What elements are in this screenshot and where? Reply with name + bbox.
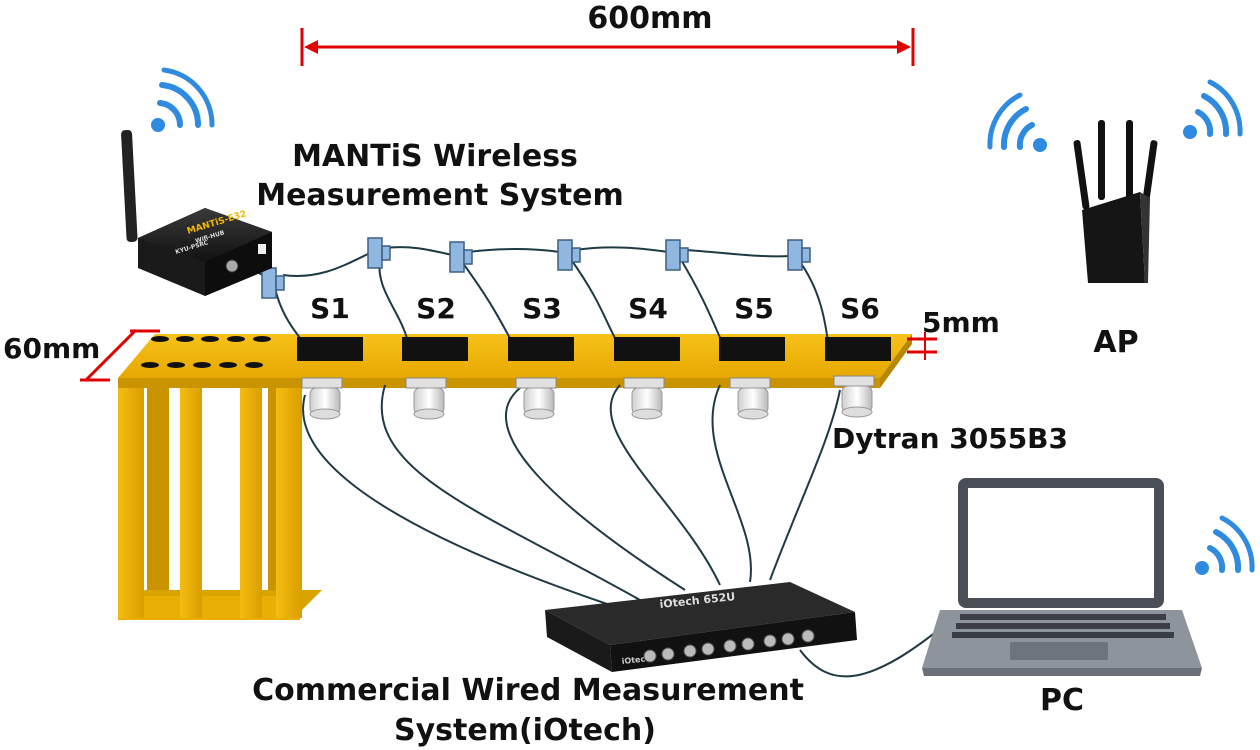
accelerometer-icon	[623, 377, 665, 420]
mantis-label-line2: Measurement System	[256, 178, 624, 213]
connector	[261, 267, 285, 299]
iotech-daq: iOtech 652U iOtech	[545, 582, 857, 672]
antenna-icon	[121, 130, 138, 243]
clamp-bolt-holes	[141, 336, 271, 368]
sensor-label-s4: S4	[628, 292, 668, 325]
wifi-icon	[1183, 79, 1243, 139]
accelerometer-icon	[833, 375, 875, 418]
sensor-label-s6: S6	[840, 292, 880, 325]
accelerometer-icon	[301, 377, 343, 420]
connector	[449, 241, 473, 273]
sensor-label-s5: S5	[734, 292, 774, 325]
ap-label: AP	[1093, 325, 1138, 360]
mantis-label-line1: MANTiS Wireless	[292, 139, 578, 174]
accelerometer-icon	[729, 377, 771, 420]
pc-label: PC	[1040, 683, 1084, 718]
accelerometers	[301, 375, 875, 420]
iotech-label-line2: System(iOtech)	[394, 713, 656, 748]
accelerometer-icon	[515, 377, 557, 420]
mantis-hub: MANTiS-E32 Wifi-HUB KYU-PSRC	[121, 130, 272, 296]
keyboard	[952, 614, 1174, 638]
sensor-label-s1: S1	[310, 292, 350, 325]
thickness-dimension: 5mm	[907, 306, 1000, 360]
wireless-chain-cables	[244, 246, 829, 343]
accelerometer-icon	[405, 377, 447, 420]
sensor-labels: S1 S2 S3 S4 S5 S6	[310, 292, 880, 325]
wifi-icon	[987, 92, 1047, 152]
support-frame	[118, 378, 322, 620]
width-label: 60mm	[3, 332, 100, 365]
thickness-label: 5mm	[922, 306, 1000, 339]
width-dimension: 60mm	[3, 328, 160, 382]
span-dimension: 600mm	[300, 1, 915, 66]
wired-cables	[302, 384, 961, 678]
connector	[557, 239, 581, 271]
span-label: 600mm	[587, 1, 712, 36]
bnc-connectors	[643, 629, 815, 663]
connector	[787, 239, 811, 271]
wifi-icon	[1195, 515, 1255, 575]
connector	[367, 237, 391, 269]
sensor-label-s2: S2	[416, 292, 456, 325]
wifi-icon	[151, 67, 215, 132]
laptop-pc	[922, 478, 1202, 676]
connector	[665, 239, 689, 271]
sensor-nodes	[297, 337, 891, 361]
access-point	[1073, 120, 1158, 283]
sensor-label-s3: S3	[522, 292, 562, 325]
iotech-label-line1: Commercial Wired Measurement	[252, 673, 804, 708]
accelerometer-label: Dytran 3055B3	[832, 422, 1068, 455]
chain-connectors	[261, 237, 811, 299]
